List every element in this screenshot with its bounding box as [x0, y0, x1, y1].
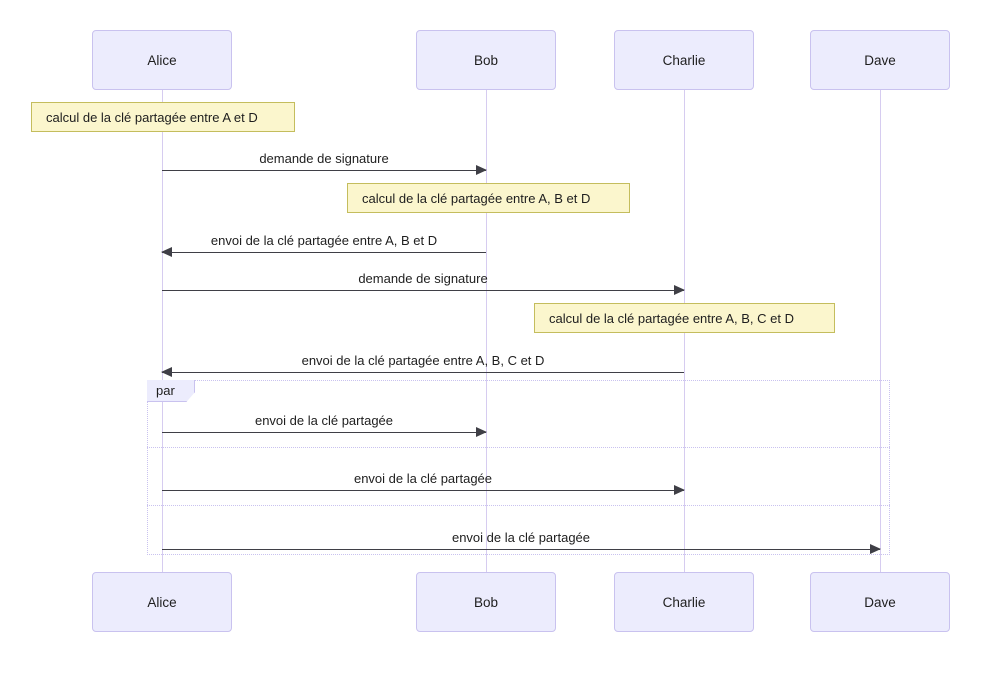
arrowhead-icon — [161, 367, 172, 377]
par-fragment-divider-2 — [147, 505, 890, 506]
arrowhead-icon — [476, 165, 487, 175]
arrowhead-icon — [674, 485, 685, 495]
actor-label-charlie: Charlie — [662, 52, 706, 68]
lifeline-alice — [162, 90, 163, 572]
message-line — [162, 290, 684, 291]
actor-label-alice: Alice — [147, 52, 177, 68]
actor-box-bob-top[interactable]: Bob — [416, 30, 556, 90]
note-note-a-b-c-d[interactable]: calcul de la clé partagée entre A, B, C … — [534, 303, 835, 333]
note-text: calcul de la clé partagée entre A, B, C … — [549, 310, 794, 326]
message-line — [162, 170, 486, 171]
par-fragment-operator-tab[interactable]: par — [147, 380, 195, 402]
actor-box-dave-top[interactable]: Dave — [810, 30, 950, 90]
message-line — [162, 432, 486, 433]
actor-box-bob-bottom[interactable]: Bob — [416, 572, 556, 632]
note-note-a-b-d[interactable]: calcul de la clé partagée entre A, B et … — [347, 183, 630, 213]
message-label: envoi de la clé partagée entre A, B, C e… — [301, 353, 545, 368]
actor-box-charlie-top[interactable]: Charlie — [614, 30, 754, 90]
note-text: calcul de la clé partagée entre A, B et … — [362, 190, 591, 206]
lifeline-dave — [880, 90, 881, 572]
actor-label-dave: Dave — [864, 594, 896, 610]
arrowhead-icon — [476, 427, 487, 437]
message-line — [162, 372, 684, 373]
note-note-a-d[interactable]: calcul de la clé partagée entre A et D — [31, 102, 295, 132]
actor-box-charlie-bottom[interactable]: Charlie — [614, 572, 754, 632]
par-fragment-divider-1 — [147, 447, 890, 448]
arrowhead-icon — [674, 285, 685, 295]
message-line — [162, 252, 486, 253]
par-fragment-box[interactable] — [147, 380, 890, 555]
actor-box-alice-top[interactable]: Alice — [92, 30, 232, 90]
arrowhead-icon — [161, 247, 172, 257]
message-line — [162, 490, 684, 491]
note-text: calcul de la clé partagée entre A et D — [46, 109, 258, 125]
lifeline-bob — [486, 90, 487, 572]
actor-box-dave-bottom[interactable]: Dave — [810, 572, 950, 632]
message-line — [162, 549, 880, 550]
message-label: envoi de la clé partagée — [353, 471, 493, 486]
actor-label-dave: Dave — [864, 52, 896, 68]
message-label: envoi de la clé partagée entre A, B et D — [210, 233, 438, 248]
actor-label-bob: Bob — [473, 52, 499, 68]
message-label: envoi de la clé partagée — [254, 413, 394, 428]
par-fragment-operator-label: par — [156, 383, 175, 398]
actor-box-alice-bottom[interactable]: Alice — [92, 572, 232, 632]
message-label: demande de signature — [259, 151, 389, 166]
actor-label-charlie: Charlie — [662, 594, 706, 610]
arrowhead-icon — [870, 544, 881, 554]
message-label: demande de signature — [358, 271, 488, 286]
message-label: envoi de la clé partagée — [451, 530, 591, 545]
actor-label-bob: Bob — [473, 594, 499, 610]
actor-label-alice: Alice — [147, 594, 177, 610]
